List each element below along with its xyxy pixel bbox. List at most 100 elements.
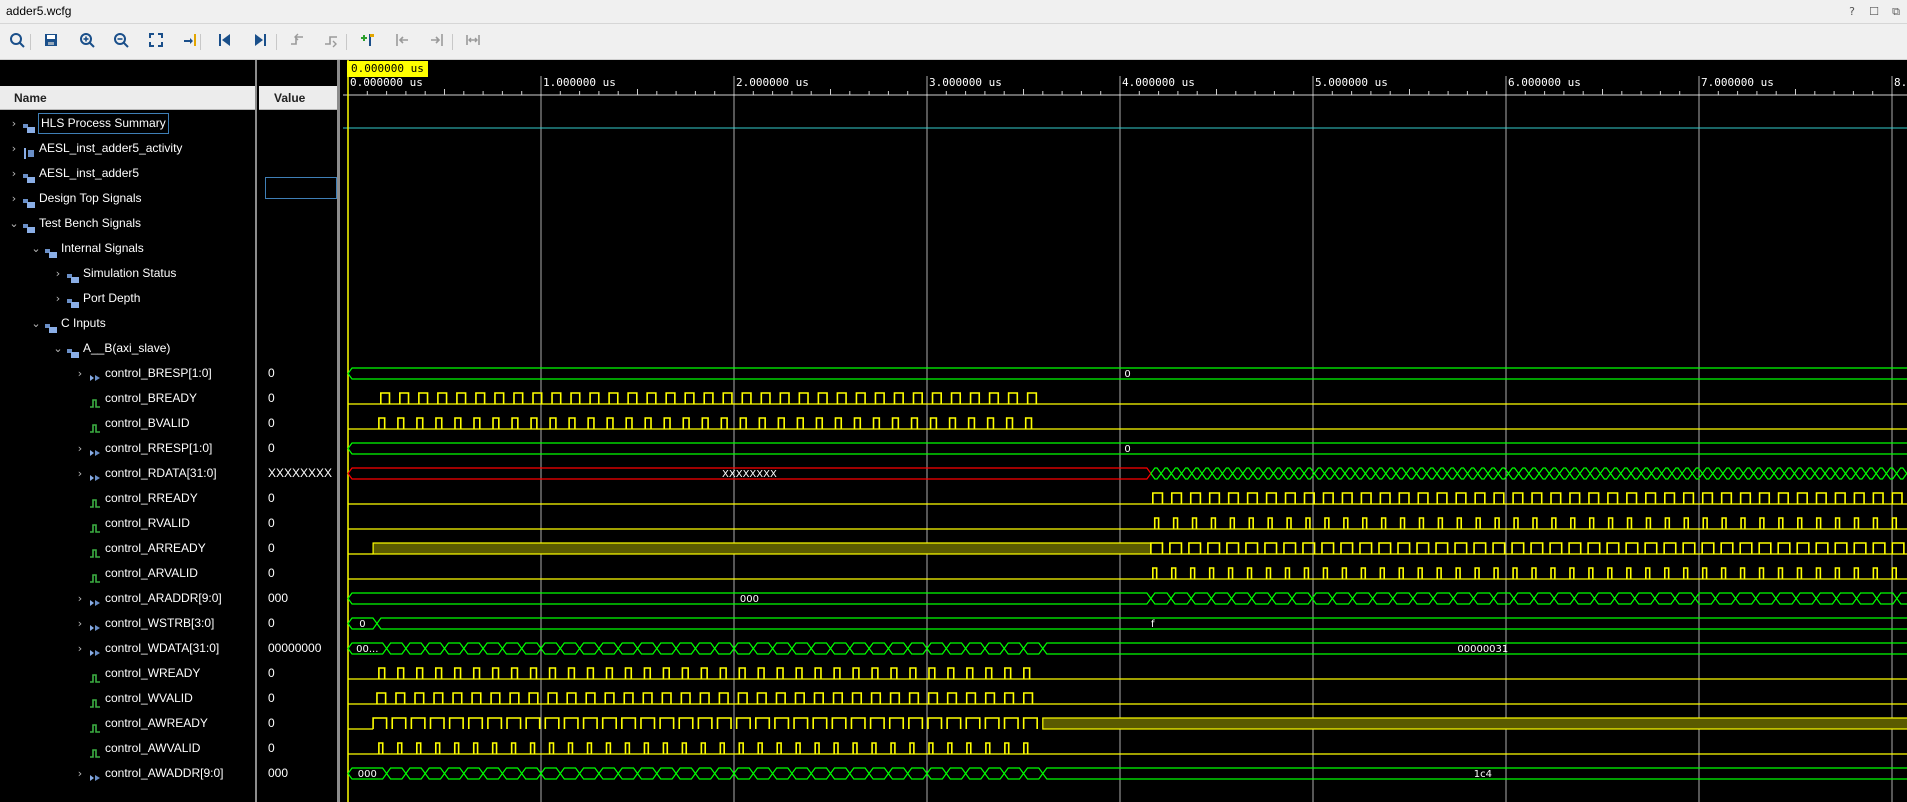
previous-marker-button[interactable]: [392, 32, 412, 52]
tree-group-row[interactable]: ›HLS Process Summary: [0, 111, 255, 136]
signal-row[interactable]: control_WVALID: [0, 686, 255, 711]
tree-item-label: control_RRESP[1:0]: [105, 441, 213, 455]
bus-value-label: 1c4: [1474, 769, 1492, 780]
expand-chevron-icon[interactable]: ›: [11, 142, 17, 155]
bus-segment: [1150, 467, 1162, 480]
expand-chevron-icon[interactable]: ›: [55, 292, 61, 305]
search-button[interactable]: [7, 32, 27, 52]
tree-group-row[interactable]: ›Design Top Signals: [0, 186, 255, 211]
signal-row[interactable]: ›control_WDATA[31:0]: [0, 636, 255, 661]
add-marker-button[interactable]: [357, 32, 377, 52]
tree-group-row[interactable]: ›AESL_inst_adder5: [0, 161, 255, 186]
go-to-start-button[interactable]: [215, 32, 235, 52]
zoom-fit-button[interactable]: [146, 32, 166, 52]
tree-item-label: Internal Signals: [61, 241, 144, 255]
collapse-chevron-icon[interactable]: ⌄: [9, 217, 19, 230]
toolbar-separator: [452, 34, 453, 50]
expand-chevron-icon[interactable]: ›: [77, 467, 83, 480]
name-column-header[interactable]: Name: [0, 86, 255, 110]
bus-segment: [791, 642, 812, 655]
tree-group-row[interactable]: ›AESL_inst_adder5_activity: [0, 136, 255, 161]
collapse-chevron-icon[interactable]: ⌄: [53, 342, 63, 355]
bit-high-region: [372, 542, 1152, 555]
bus-segment: [829, 767, 851, 780]
bus-segment: [713, 767, 735, 780]
restore-button[interactable]: ⧉: [1892, 5, 1900, 18]
signal-row[interactable]: ›control_WSTRB[3:0]: [0, 611, 255, 636]
signal-row[interactable]: control_RREADY: [0, 486, 255, 511]
bus-value-label: 0: [359, 619, 365, 630]
tree-group-row[interactable]: ⌄C Inputs: [0, 311, 255, 336]
signal-row[interactable]: control_ARVALID: [0, 561, 255, 586]
expand-chevron-icon[interactable]: ›: [77, 642, 83, 655]
bus-segment: [694, 767, 716, 780]
zoom-in-button[interactable]: [77, 32, 97, 52]
expand-chevron-icon[interactable]: ›: [77, 592, 83, 605]
go-to-cursor-button[interactable]: [180, 32, 200, 52]
signal-row[interactable]: control_AWREADY: [0, 711, 255, 736]
swap-cursors-button[interactable]: [463, 32, 483, 52]
bus-segment: [1783, 467, 1796, 480]
collapse-chevron-icon[interactable]: ⌄: [31, 242, 41, 255]
signal-row[interactable]: ›control_AWADDR[9:0]: [0, 761, 255, 786]
signal-row[interactable]: control_BREADY: [0, 386, 255, 411]
next-marker-button[interactable]: [427, 32, 447, 52]
expand-chevron-icon[interactable]: ›: [77, 367, 83, 380]
zoom-out-button[interactable]: [111, 32, 131, 52]
group-icon: [67, 293, 79, 308]
bus-segment: [636, 642, 658, 655]
bus-segment: [1415, 467, 1428, 480]
bus-icon: [89, 768, 101, 781]
signal-row[interactable]: control_AWVALID: [0, 736, 255, 761]
bus-segment: [578, 642, 600, 655]
save-button[interactable]: [41, 32, 61, 52]
activity-icon: [23, 143, 35, 159]
expand-chevron-icon[interactable]: ›: [77, 617, 83, 630]
bus-segment: [1230, 592, 1253, 605]
ruler-label: 7.000000 us: [1701, 76, 1774, 89]
expand-chevron-icon[interactable]: ›: [77, 442, 83, 455]
go-to-end-button[interactable]: [250, 32, 270, 52]
tree-group-row[interactable]: ⌄ Internal Signals: [0, 236, 255, 261]
bus-segment: [1477, 467, 1489, 480]
bus-segment: [1507, 467, 1520, 480]
bus-segment: [1412, 592, 1434, 605]
tree-group-row[interactable]: ›Simulation Status: [0, 261, 255, 286]
bus-segment: [984, 767, 1005, 780]
add-marker-icon: [359, 32, 375, 53]
bus-value-label: 000: [358, 769, 377, 780]
expand-chevron-icon[interactable]: ›: [55, 267, 61, 280]
value-column-header[interactable]: Value: [259, 86, 337, 110]
tree-group-row[interactable]: ›Port Depth: [0, 286, 255, 311]
tree-group-row[interactable]: ⌄Test Bench Signals: [0, 211, 255, 236]
signal-row[interactable]: ›control_ARADDR[9:0]: [0, 586, 255, 611]
bus-segment: [1885, 467, 1898, 480]
maximize-button[interactable]: ☐: [1869, 5, 1879, 18]
group-icon: [23, 193, 35, 208]
signal-row[interactable]: control_BVALID: [0, 411, 255, 436]
bus-segment: [1722, 467, 1734, 480]
collapse-chevron-icon[interactable]: ⌄: [31, 317, 41, 330]
tree-group-row[interactable]: ⌄A__B(axi_slave): [0, 336, 255, 361]
signal-row[interactable]: control_RVALID: [0, 511, 255, 536]
signal-row[interactable]: ›control_BRESP[1:0]: [0, 361, 255, 386]
signal-row[interactable]: control_WREADY: [0, 661, 255, 686]
signal-row[interactable]: control_ARREADY: [0, 536, 255, 561]
expand-chevron-icon[interactable]: ›: [11, 192, 17, 205]
group-icon: [45, 243, 57, 258]
signal-row[interactable]: ›control_RDATA[31:0]: [0, 461, 255, 486]
expand-chevron-icon[interactable]: ›: [77, 767, 83, 780]
bus-segment: [1855, 592, 1878, 605]
next-transition-button[interactable]: [321, 32, 341, 52]
bus-icon: [89, 368, 101, 381]
help-button[interactable]: ?: [1849, 5, 1855, 18]
bus-value-label: 000: [740, 594, 759, 605]
expand-chevron-icon[interactable]: ›: [11, 117, 17, 130]
expand-chevron-icon[interactable]: ›: [11, 167, 17, 180]
previous-transition-button[interactable]: [287, 32, 307, 52]
bus-segment: [1865, 467, 1877, 480]
signal-row[interactable]: › control_RRESP[1:0]: [0, 436, 255, 461]
bus-segment: [1022, 642, 1044, 655]
